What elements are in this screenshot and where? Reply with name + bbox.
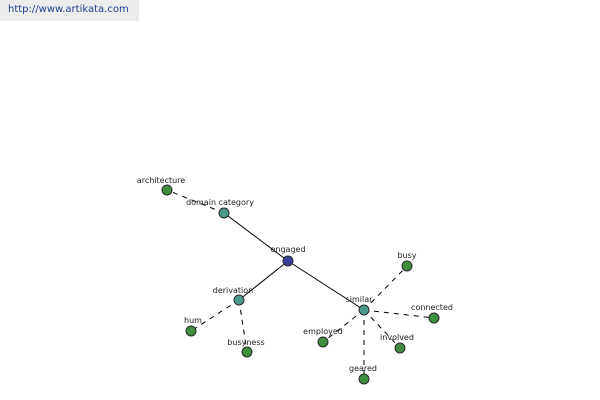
edge-derivation-to-busyness (238, 299, 248, 353)
node-domain-category[interactable] (218, 207, 230, 219)
node-label-architecture[interactable]: architecture (137, 176, 185, 185)
node-involved[interactable] (394, 342, 406, 354)
edge-domain-category-to-architecture (166, 189, 225, 214)
node-similar[interactable] (358, 304, 370, 316)
edge-similar-to-busy (363, 265, 408, 311)
source-banner: http://www.artikata.com (0, 0, 139, 21)
node-employed[interactable] (317, 336, 329, 348)
node-label-derivation[interactable]: derivation (213, 286, 253, 295)
node-architecture[interactable] (161, 184, 173, 196)
edge-similar-to-involved (363, 309, 401, 349)
edge-similar-to-connected (363, 309, 435, 319)
edge-engaged-to-domain-category (223, 212, 289, 262)
node-label-domain-category[interactable]: domain category (186, 198, 254, 207)
node-hum[interactable] (185, 325, 197, 337)
nodes-layer (161, 184, 440, 385)
node-busy[interactable] (401, 260, 413, 272)
node-connected[interactable] (428, 312, 440, 324)
node-label-engaged[interactable]: engaged (270, 245, 305, 254)
edge-engaged-to-derivation (238, 260, 289, 301)
labels-layer: engaged domain category architecture deriva… (137, 176, 453, 373)
source-link[interactable]: http://www.artikata.com (8, 4, 129, 15)
node-label-similar[interactable]: similar (346, 295, 374, 304)
node-label-connected[interactable]: connected (411, 303, 453, 312)
node-derivation[interactable] (233, 294, 245, 306)
node-engaged[interactable] (282, 255, 294, 267)
node-label-geared[interactable]: geared (349, 364, 377, 373)
node-geared[interactable] (358, 373, 370, 385)
edge-engaged-to-similar (287, 260, 365, 311)
edge-similar-to-employed (322, 309, 365, 343)
node-label-hum[interactable]: hum (184, 316, 202, 325)
node-label-employed[interactable]: employed (303, 327, 343, 336)
node-label-busyness[interactable]: busyness (227, 338, 264, 347)
node-label-busy[interactable]: busy (397, 251, 416, 260)
node-busyness[interactable] (241, 346, 253, 358)
node-label-involved[interactable]: involved (380, 333, 414, 342)
edges-layer (166, 189, 435, 379)
